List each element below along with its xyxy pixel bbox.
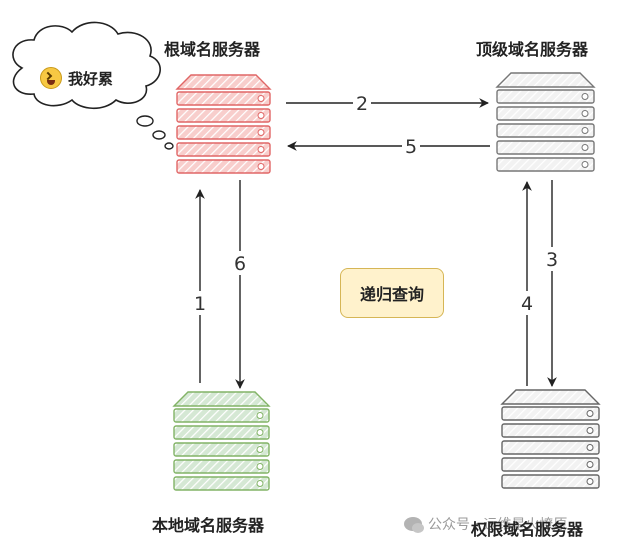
tired-face-icon [40,67,62,89]
authoritative-server-icon [500,389,601,489]
tld-server-label: 顶级域名服务器 [476,40,589,59]
edge-label-3: 3 [543,247,561,271]
svg-text:6: 6 [234,253,246,275]
edge-label-5: 5 [402,135,420,158]
edge-label-2: 2 [353,92,371,115]
svg-text:3: 3 [546,249,558,271]
edge-label-4: 4 [518,291,536,315]
wechat-icon [404,517,424,533]
svg-text:1: 1 [194,293,206,315]
edge-label-1: 1 [191,291,209,315]
local-server-label: 本地域名服务器 [152,516,265,535]
root-server-label: 根域名服务器 [164,40,261,59]
local-server-icon [172,391,271,491]
svg-text:2: 2 [356,93,368,115]
authoritative-server-label: 权限域名服务器 [471,520,584,539]
watermark: 公众号 · 运维星火燎原 [404,514,567,534]
thought-bubble-text: 我好累 [40,67,113,89]
recursive-query-badge: 递归查询 [340,268,444,318]
svg-text:5: 5 [405,136,417,158]
tld-server-icon [495,72,596,172]
root-server-icon [175,74,272,174]
svg-text:4: 4 [521,293,533,315]
edge-label-6: 6 [231,251,249,275]
